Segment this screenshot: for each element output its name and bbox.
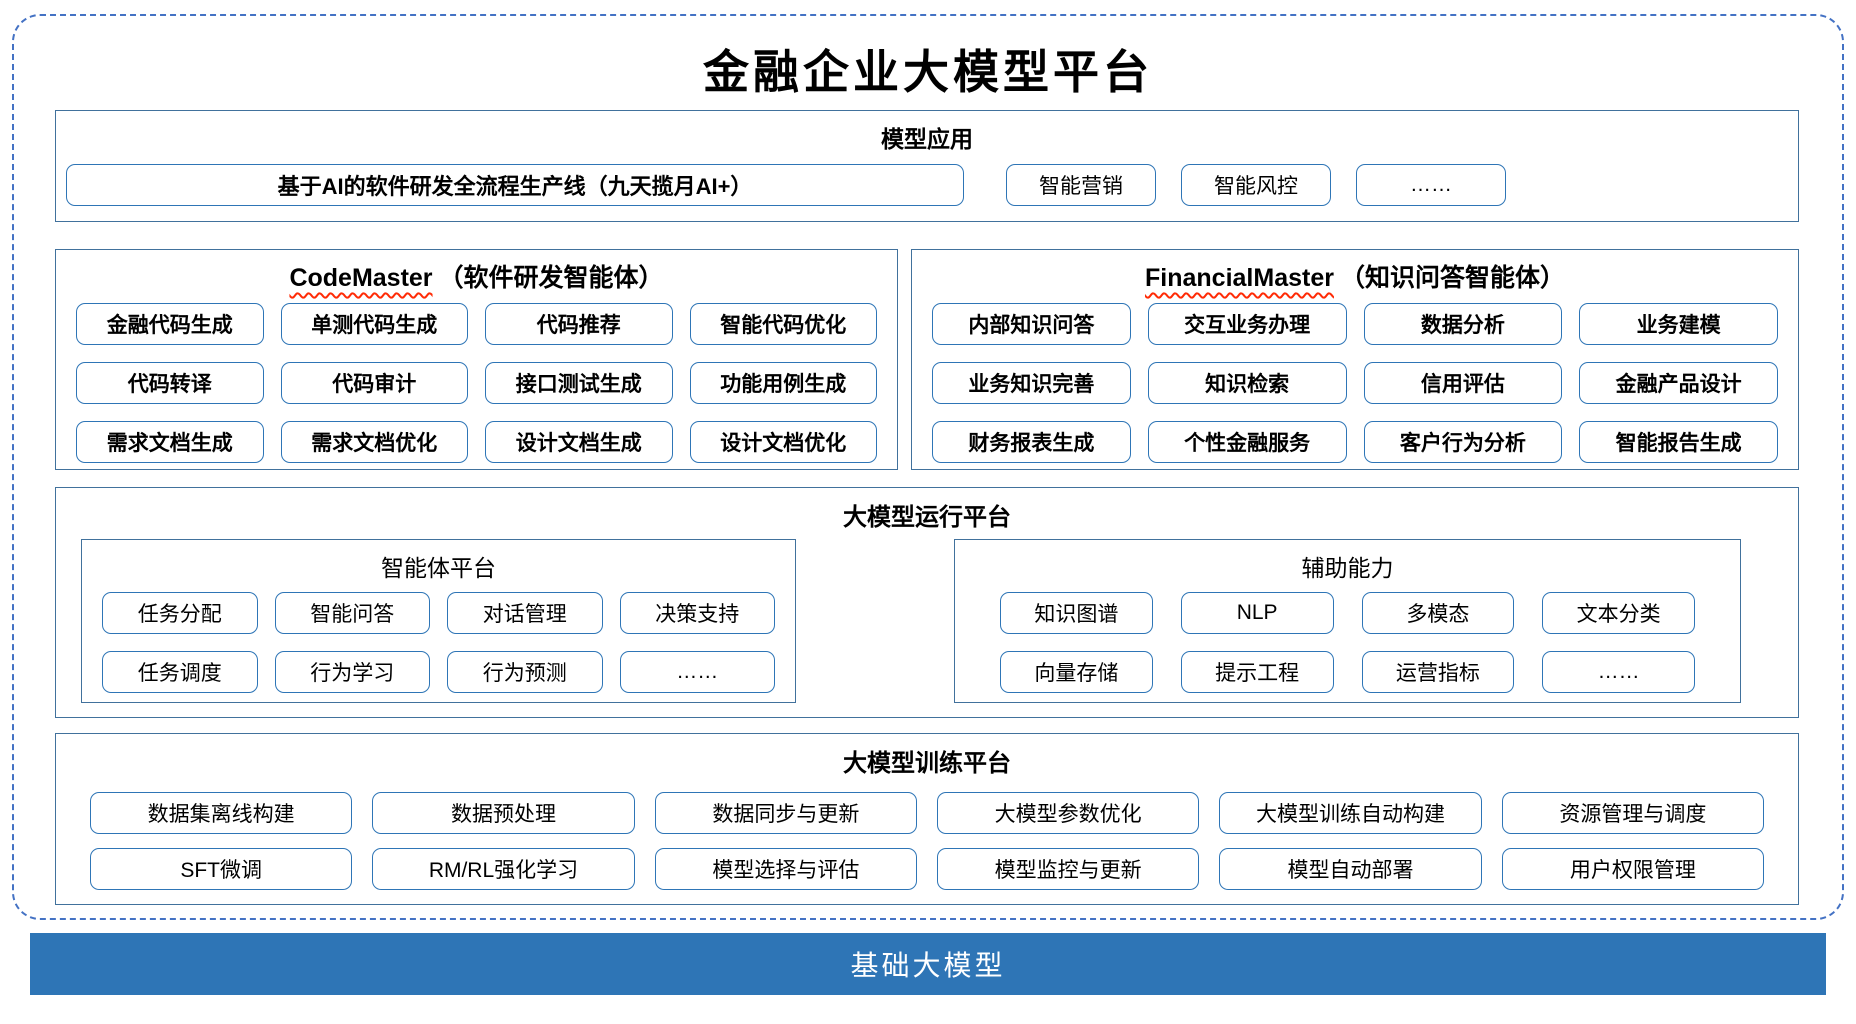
section-runtime-header: 大模型运行平台 bbox=[843, 504, 1011, 531]
cm-box: 接口测试生成 bbox=[485, 362, 673, 404]
agent-box: 行为学习 bbox=[274, 651, 430, 693]
app-box-risk-control: 智能风控 bbox=[1181, 164, 1331, 206]
fm-box: 智能报告生成 bbox=[1579, 421, 1778, 463]
fm-box: 数据分析 bbox=[1363, 303, 1563, 345]
panel-agent-platform: 智能体平台 任务分配 智能问答 对话管理 决策支持 任务调度 行为学习 行为预测… bbox=[81, 539, 796, 703]
financialmaster-subtitle: （知识问答智能体） bbox=[1339, 264, 1565, 292]
panel-codemaster: CodeMaster（软件研发智能体） 金融代码生成 单测代码生成 代码推荐 智… bbox=[55, 249, 898, 470]
financialmaster-grid: 内部知识问答 交互业务办理 数据分析 业务建模 业务知识完善 知识检索 信用评估… bbox=[912, 303, 1798, 463]
training-box: 资源管理与调度 bbox=[1501, 792, 1764, 834]
app-box-ai-pipeline: 基于AI的软件研发全流程生产线（九天揽月AI+） bbox=[66, 164, 964, 206]
fm-box: 信用评估 bbox=[1363, 362, 1563, 404]
base-model-label: 基础大模型 bbox=[850, 950, 1006, 981]
agent-box: 智能问答 bbox=[274, 592, 430, 634]
cm-box: 代码转译 bbox=[76, 362, 264, 404]
section-model-applications: 模型应用 基于AI的软件研发全流程生产线（九天揽月AI+） 智能营销 智能风控 … bbox=[55, 110, 1799, 222]
aux-box: 提示工程 bbox=[1180, 651, 1334, 693]
panel-aux-capabilities: 辅助能力 知识图谱 NLP 多模态 文本分类 向量存储 提示工程 运营指标 …… bbox=[954, 539, 1741, 703]
training-box: RM/RL强化学习 bbox=[372, 848, 635, 890]
agents-row: CodeMaster（软件研发智能体） 金融代码生成 单测代码生成 代码推荐 智… bbox=[55, 249, 1799, 470]
app-box-marketing: 智能营销 bbox=[1006, 164, 1156, 206]
cm-box: 需求文档优化 bbox=[280, 421, 468, 463]
app-box-ellipsis: …… bbox=[1356, 164, 1506, 206]
training-grid: 数据集离线构建 数据预处理 数据同步与更新 大模型参数优化 大模型训练自动构建 … bbox=[56, 792, 1798, 890]
base-model-bar: 基础大模型 bbox=[30, 933, 1826, 995]
cm-box: 代码审计 bbox=[280, 362, 468, 404]
agent-box: 行为预测 bbox=[447, 651, 603, 693]
aux-box: 文本分类 bbox=[1542, 592, 1695, 634]
fm-box: 交互业务办理 bbox=[1147, 303, 1347, 345]
fm-box: 客户行为分析 bbox=[1363, 421, 1563, 463]
fm-box: 业务建模 bbox=[1579, 303, 1778, 345]
agent-box: 决策支持 bbox=[619, 592, 775, 634]
section-training-platform: 大模型训练平台 数据集离线构建 数据预处理 数据同步与更新 大模型参数优化 大模… bbox=[55, 733, 1799, 905]
aux-box: 知识图谱 bbox=[1000, 592, 1153, 634]
section-training-header: 大模型训练平台 bbox=[843, 750, 1011, 777]
cm-box: 需求文档生成 bbox=[76, 421, 264, 463]
fm-box: 金融产品设计 bbox=[1579, 362, 1778, 404]
panel-financialmaster: FinancialMaster（知识问答智能体） 内部知识问答 交互业务办理 数… bbox=[911, 249, 1799, 470]
aux-box: NLP bbox=[1180, 592, 1334, 634]
training-box: SFT微调 bbox=[90, 848, 353, 890]
panel-codemaster-title: CodeMaster（软件研发智能体） bbox=[56, 258, 897, 294]
fm-box: 内部知识问答 bbox=[932, 303, 1131, 345]
cm-box: 代码推荐 bbox=[485, 303, 673, 345]
cm-box: 设计文档优化 bbox=[689, 421, 877, 463]
training-box: 模型自动部署 bbox=[1219, 848, 1482, 890]
aux-box: 向量存储 bbox=[1000, 651, 1153, 693]
agent-box: 任务分配 bbox=[102, 592, 258, 634]
aux-box: 多模态 bbox=[1361, 592, 1515, 634]
section-runtime-platform: 大模型运行平台 智能体平台 任务分配 智能问答 对话管理 决策支持 任务调度 行… bbox=[55, 487, 1799, 718]
fm-box: 知识检索 bbox=[1147, 362, 1347, 404]
training-box: 大模型训练自动构建 bbox=[1219, 792, 1482, 834]
page-title: 金融企业大模型平台 bbox=[703, 45, 1153, 99]
training-box: 大模型参数优化 bbox=[937, 792, 1200, 834]
aux-box: 运营指标 bbox=[1361, 651, 1515, 693]
aux-capabilities-grid: 知识图谱 NLP 多模态 文本分类 向量存储 提示工程 运营指标 …… bbox=[955, 592, 1740, 693]
panel-aux-capabilities-title: 辅助能力 bbox=[1301, 555, 1394, 581]
cm-box: 单测代码生成 bbox=[280, 303, 468, 345]
codemaster-subtitle: （软件研发智能体） bbox=[438, 264, 664, 292]
cm-box: 智能代码优化 bbox=[689, 303, 877, 345]
cm-box: 金融代码生成 bbox=[76, 303, 264, 345]
training-box: 数据预处理 bbox=[372, 792, 635, 834]
training-box: 模型选择与评估 bbox=[654, 848, 917, 890]
platform-dashed-frame bbox=[12, 14, 1844, 920]
training-box: 数据集离线构建 bbox=[90, 792, 353, 834]
agent-platform-grid: 任务分配 智能问答 对话管理 决策支持 任务调度 行为学习 行为预测 …… bbox=[82, 592, 795, 693]
training-box: 模型监控与更新 bbox=[937, 848, 1200, 890]
fm-box: 财务报表生成 bbox=[932, 421, 1131, 463]
fm-box: 个性金融服务 bbox=[1147, 421, 1347, 463]
codemaster-grid: 金融代码生成 单测代码生成 代码推荐 智能代码优化 代码转译 代码审计 接口测试… bbox=[56, 303, 897, 463]
panel-agent-platform-title: 智能体平台 bbox=[381, 555, 496, 581]
agent-box: …… bbox=[619, 651, 775, 693]
cm-box: 设计文档生成 bbox=[485, 421, 673, 463]
codemaster-name: CodeMaster bbox=[289, 264, 433, 292]
agent-box: 任务调度 bbox=[102, 651, 258, 693]
panel-financialmaster-title: FinancialMaster（知识问答智能体） bbox=[912, 258, 1798, 294]
financialmaster-name: FinancialMaster bbox=[1145, 264, 1334, 292]
aux-box: …… bbox=[1542, 651, 1695, 693]
training-box: 用户权限管理 bbox=[1501, 848, 1764, 890]
cm-box: 功能用例生成 bbox=[689, 362, 877, 404]
training-box: 数据同步与更新 bbox=[654, 792, 917, 834]
agent-box: 对话管理 bbox=[447, 592, 603, 634]
model-applications-row: 基于AI的软件研发全流程生产线（九天揽月AI+） 智能营销 智能风控 …… bbox=[66, 164, 1788, 207]
fm-box: 业务知识完善 bbox=[932, 362, 1131, 404]
section-model-applications-header: 模型应用 bbox=[881, 126, 973, 152]
